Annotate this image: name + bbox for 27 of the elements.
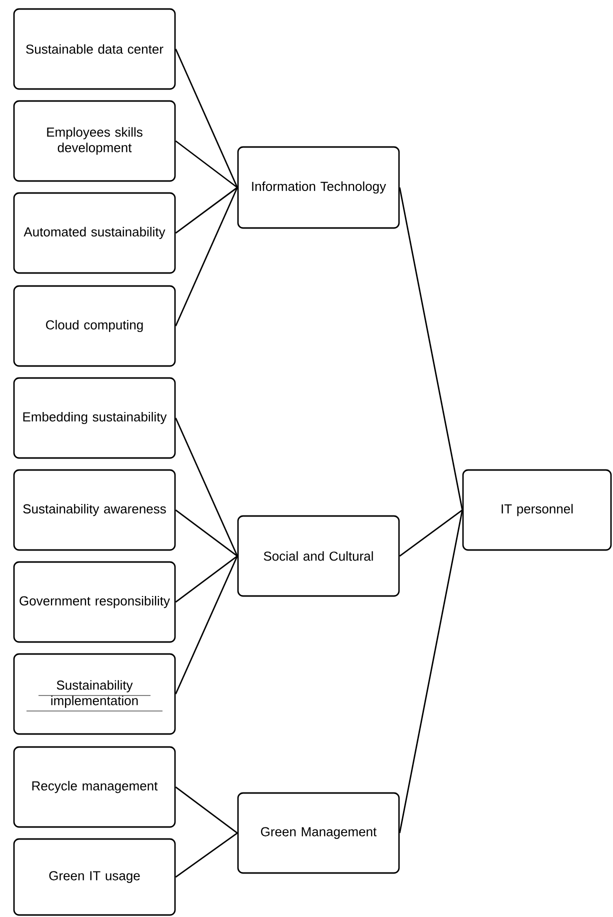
connector-line	[399, 509, 463, 557]
text-box: Employees skills development	[13, 100, 176, 182]
text-box: Information Technology	[237, 146, 400, 229]
text-box: Embedding sustainability	[13, 377, 176, 459]
text-box: Sustainability awareness	[13, 469, 176, 551]
connector-line	[175, 556, 238, 694]
connector-line	[175, 786, 238, 834]
text-box: Cloud computing	[13, 285, 176, 367]
connector-line	[175, 140, 238, 188]
text-box: IT personnel	[462, 469, 612, 551]
connector-line	[399, 510, 463, 834]
connector-line	[175, 832, 238, 878]
connector-line	[175, 555, 238, 603]
text-box: Sustainability implementation	[13, 653, 176, 735]
connector-line	[175, 509, 238, 557]
text-box: Green IT usage	[13, 838, 176, 916]
connector-line	[175, 186, 238, 234]
text-box: Green Management	[237, 792, 400, 874]
connector-line	[399, 187, 463, 510]
connector-line	[175, 48, 238, 188]
connector-line	[175, 418, 238, 556]
text-box: Sustainable data center	[13, 8, 176, 90]
text-box: Recycle management	[13, 746, 176, 828]
connector-line	[175, 187, 238, 326]
text-box: Automated sustainability	[13, 192, 176, 274]
text-box: Government responsibility	[13, 561, 176, 643]
text-box: Social and Cultural	[237, 515, 400, 597]
